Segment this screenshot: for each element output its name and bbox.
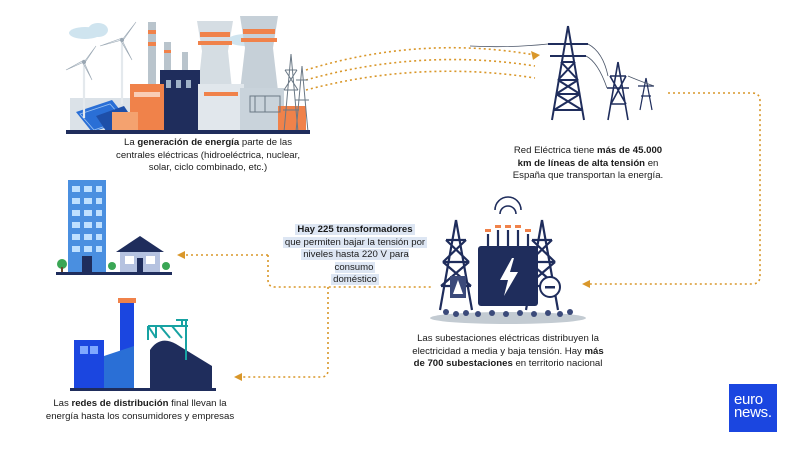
- distribution-illustration: [70, 298, 216, 391]
- substation-illustration: [430, 196, 586, 324]
- transformers-title: Hay 225 transformadores: [295, 224, 415, 235]
- arrowhead-distribution: [234, 373, 242, 381]
- caption-grid: Red Eléctrica tiene más de 45.000 km de …: [512, 145, 664, 182]
- arrow-transformer-link: [267, 255, 432, 288]
- caption-substations: Las subestaciones eléctricas distribuyen…: [412, 333, 604, 370]
- buildings-illustration: [56, 180, 172, 275]
- arrow-plant-to-grid-1: [305, 46, 536, 71]
- caption-distribution: Las redes de distribución final llevan l…: [45, 398, 235, 422]
- arrowhead-substation: [582, 280, 590, 288]
- pylons-illustration: [469, 25, 655, 121]
- arrow-plant-to-grid-2: [305, 58, 536, 81]
- arrowhead-grid: [531, 51, 540, 60]
- caption-transformers: Hay 225 transformadores que permiten baj…: [282, 224, 428, 286]
- arrowhead-homes: [177, 251, 185, 259]
- arrow-plant-to-grid-3: [305, 70, 536, 91]
- arrow-grid-to-substation: [588, 92, 761, 285]
- power-plant-illustration: [65, 16, 310, 134]
- caption-generation: La generación de energía parte de las ce…: [116, 137, 300, 174]
